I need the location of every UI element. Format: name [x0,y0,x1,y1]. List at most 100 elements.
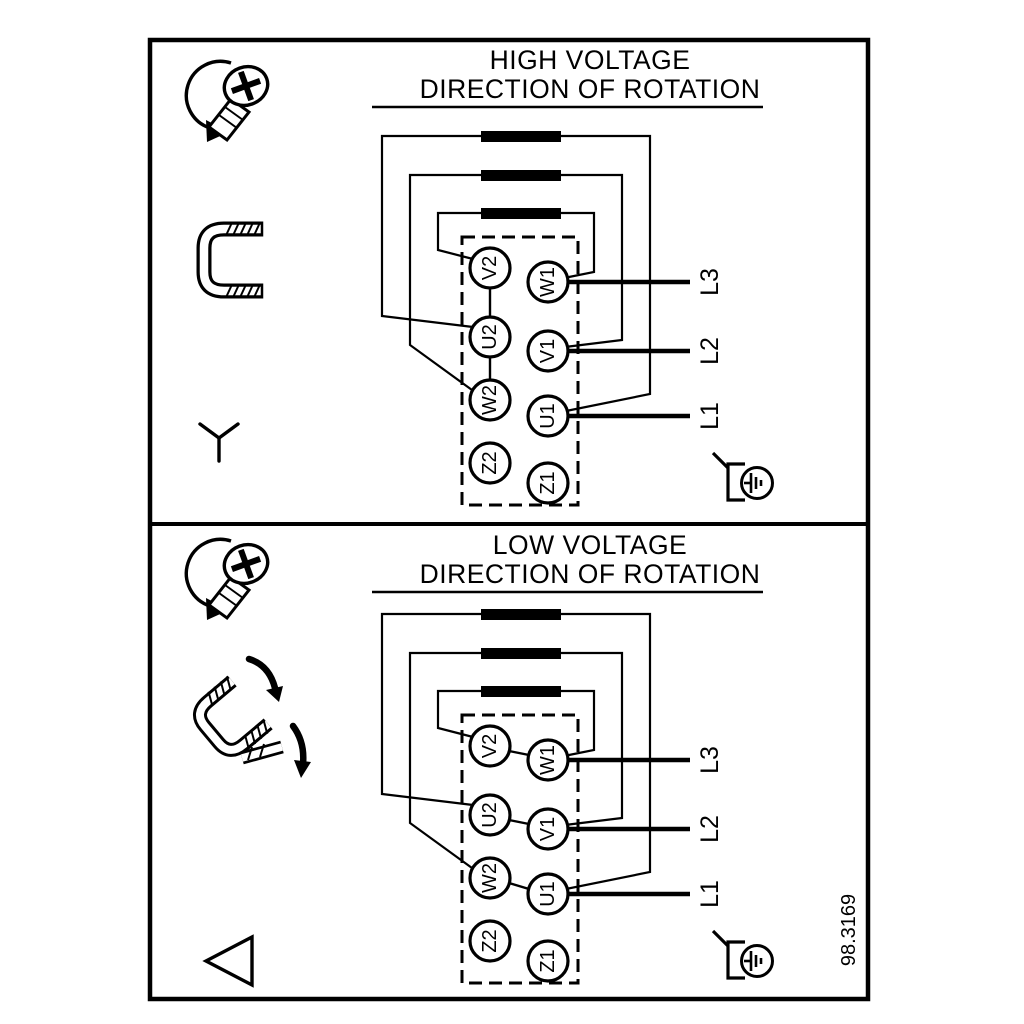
terminal-label: Z1 [537,471,559,494]
terminal [526,738,570,782]
screw-thread [218,592,238,607]
clamp-handle [711,451,730,470]
jumper-wire [561,651,624,827]
hatch [256,724,263,740]
clamp-handle [711,929,730,948]
terminal-label: V1 [537,817,559,841]
terminal-label: W1 [537,745,559,775]
terminal [468,793,512,837]
terminal-cluster: V2 U2 W2 Z2 W1 V1 U1 Z1 L3 L2 L1 [380,609,724,985]
supply-label: L3 [696,746,724,774]
motion-arrowhead [294,760,311,778]
jumper-wire [408,173,481,391]
hatch [253,284,261,298]
hatch [239,284,247,298]
rotation-arrow-arc [184,59,232,130]
jumper-bar [481,648,561,659]
phillips-cross-icon [230,548,262,580]
supply-label: L1 [696,880,724,908]
jumper-wire [380,134,481,329]
hatch [239,222,247,236]
terminal-label: Z2 [479,929,501,952]
delta-symbol-icon [202,934,254,988]
hatch [262,719,269,735]
terminal-cluster: V2 U2 W2 Z2 W1 V1 U1 Z1 L3 L2 L1 [380,131,724,507]
screw-thread [218,114,238,129]
terminal-label: U2 [479,324,501,350]
diagram-border [147,37,871,1002]
motion-arrowhead [266,686,283,702]
terminal-box [460,235,580,507]
hatch [219,681,226,696]
hatch [232,222,240,236]
ground-icon [711,451,774,502]
jumper-bar [481,170,561,181]
terminal [468,856,512,900]
jumper-wire [561,612,652,891]
jumper-wire [561,173,624,349]
jumper-core [199,224,262,296]
terminal-label: Z1 [537,949,559,972]
supply-label: L2 [696,337,724,365]
terminal [468,315,512,359]
terminal-label: U1 [537,881,559,907]
terminal-label: V2 [479,256,501,280]
screw-shaft [206,574,252,621]
terminal-label: Z2 [479,451,501,474]
phillips-cross-icon [230,70,262,102]
jumper-wire [561,211,596,280]
hatch [213,686,220,701]
terminal-label: U1 [537,403,559,429]
hatch [225,676,232,691]
panel-high-voltage: HIGH VOLTAGE DIRECTION OF ROTATION [184,45,774,507]
hatch [246,222,254,236]
terminal [468,378,512,422]
hatch [259,743,265,758]
ground-icon [711,929,774,980]
figure-number: 98.3169 [838,894,860,966]
delta-jumper-links-icon [193,655,311,778]
screw-rotation-icon [184,537,270,621]
hatch [253,222,261,236]
terminal [468,441,512,485]
star-symbol-icon [198,422,240,463]
hatch [250,729,257,745]
motion-arrow [245,655,279,692]
terminal [526,329,570,373]
terminal-box [460,713,580,985]
terminal-label: W2 [479,863,501,893]
delta-link [508,881,530,891]
hatch [246,284,254,298]
screw-thread [224,106,244,121]
hatch [207,691,214,706]
jumper-wire [561,689,596,758]
jumper-wire [380,612,481,807]
terminal [526,461,570,505]
hatch [225,222,233,236]
angled-jumper [193,675,273,757]
terminal-label: V2 [479,734,501,758]
rotation-arrow-arc [184,537,232,608]
hatch [232,284,240,298]
jumper-link-icon [196,221,264,299]
panel-title-line2: DIRECTION OF ROTATION [420,74,761,104]
supply-label: L2 [696,815,724,843]
jumper-wire [408,651,481,869]
terminal [468,919,512,963]
delta-link [508,749,530,757]
delta-link [508,818,530,826]
jumper-bar [481,208,561,219]
jumper-core [196,677,271,754]
jumper-bar [481,609,561,620]
terminal [526,260,570,304]
terminal [468,246,512,290]
clamp-bracket [726,940,745,980]
loose-jumper [240,740,284,765]
panel-title-line2: DIRECTION OF ROTATION [420,559,761,589]
motion-arrow [289,722,307,768]
panel-title-line1: LOW VOLTAGE [493,530,687,560]
clamp-bracket [726,462,745,502]
panel-low-voltage: LOW VOLTAGE DIRECTION OF ROTATION [184,530,860,988]
